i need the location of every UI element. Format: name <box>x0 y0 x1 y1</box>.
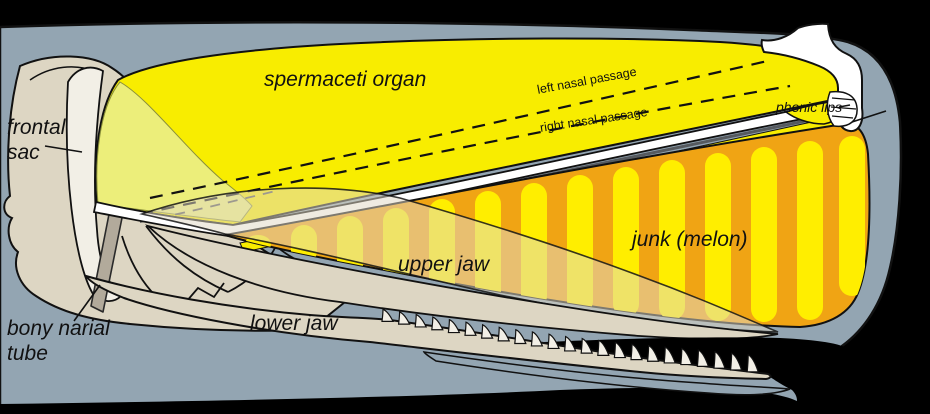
junk-stripe <box>751 147 777 322</box>
tooth <box>480 323 494 339</box>
teeth-row <box>381 308 760 373</box>
tooth <box>381 308 394 322</box>
phonic-lips-pointer-line-2 <box>851 110 887 123</box>
skull-suture-1 <box>145 225 229 293</box>
tooth <box>680 347 693 366</box>
tooth <box>464 321 477 336</box>
tooth <box>646 344 660 362</box>
tooth <box>663 346 677 364</box>
phonic-lips-slit-3 <box>831 115 854 119</box>
under-jaw-gray-band <box>422 351 791 396</box>
tooth <box>630 343 643 361</box>
skull-suture-3 <box>185 282 225 303</box>
tooth <box>414 313 428 328</box>
tooth <box>613 341 627 359</box>
phonic-lips-slit-2 <box>830 106 857 110</box>
tooth <box>729 352 743 371</box>
left-nasal-passage-dash-2 <box>139 84 791 216</box>
tooth <box>397 311 411 325</box>
tooth <box>431 316 444 331</box>
tooth <box>547 333 560 350</box>
label-lower-jaw: lower jaw <box>250 312 338 335</box>
tooth <box>746 354 760 373</box>
tooth <box>597 339 610 356</box>
label-junk-melon: junk (melon) <box>632 228 748 251</box>
junk-stripe <box>705 153 731 321</box>
junk-stripe <box>797 141 823 320</box>
label-spermaceti-organ: spermaceti organ <box>264 68 427 91</box>
label-frontal-sac: frontal sac <box>7 116 66 164</box>
bottom-outline-strip <box>0 387 813 414</box>
mouth-gap <box>450 337 856 414</box>
tooth <box>713 350 726 369</box>
junk-stripe <box>839 136 865 296</box>
tooth <box>447 318 461 334</box>
left-nasal-passage-dash-1 <box>149 58 773 200</box>
tooth <box>497 326 511 342</box>
tooth <box>514 328 527 345</box>
tooth <box>696 349 710 367</box>
junk-stripe <box>659 160 685 320</box>
tooth <box>530 331 544 347</box>
label-phonic-lips: phonic lips <box>776 99 843 115</box>
frontal-sac-pointer-line <box>44 145 83 153</box>
tooth <box>580 337 594 354</box>
phonic-lips-slit-1 <box>831 97 856 101</box>
label-bony-narial-tube: bony narial tube <box>7 317 110 365</box>
bony-narial-tube-pointer-line <box>73 284 101 322</box>
label-upper-jaw: upper jaw <box>398 253 490 276</box>
tooth <box>563 335 577 352</box>
upper-jaw-overlay <box>139 187 779 333</box>
phonic-lips-pointer-line <box>838 104 851 108</box>
